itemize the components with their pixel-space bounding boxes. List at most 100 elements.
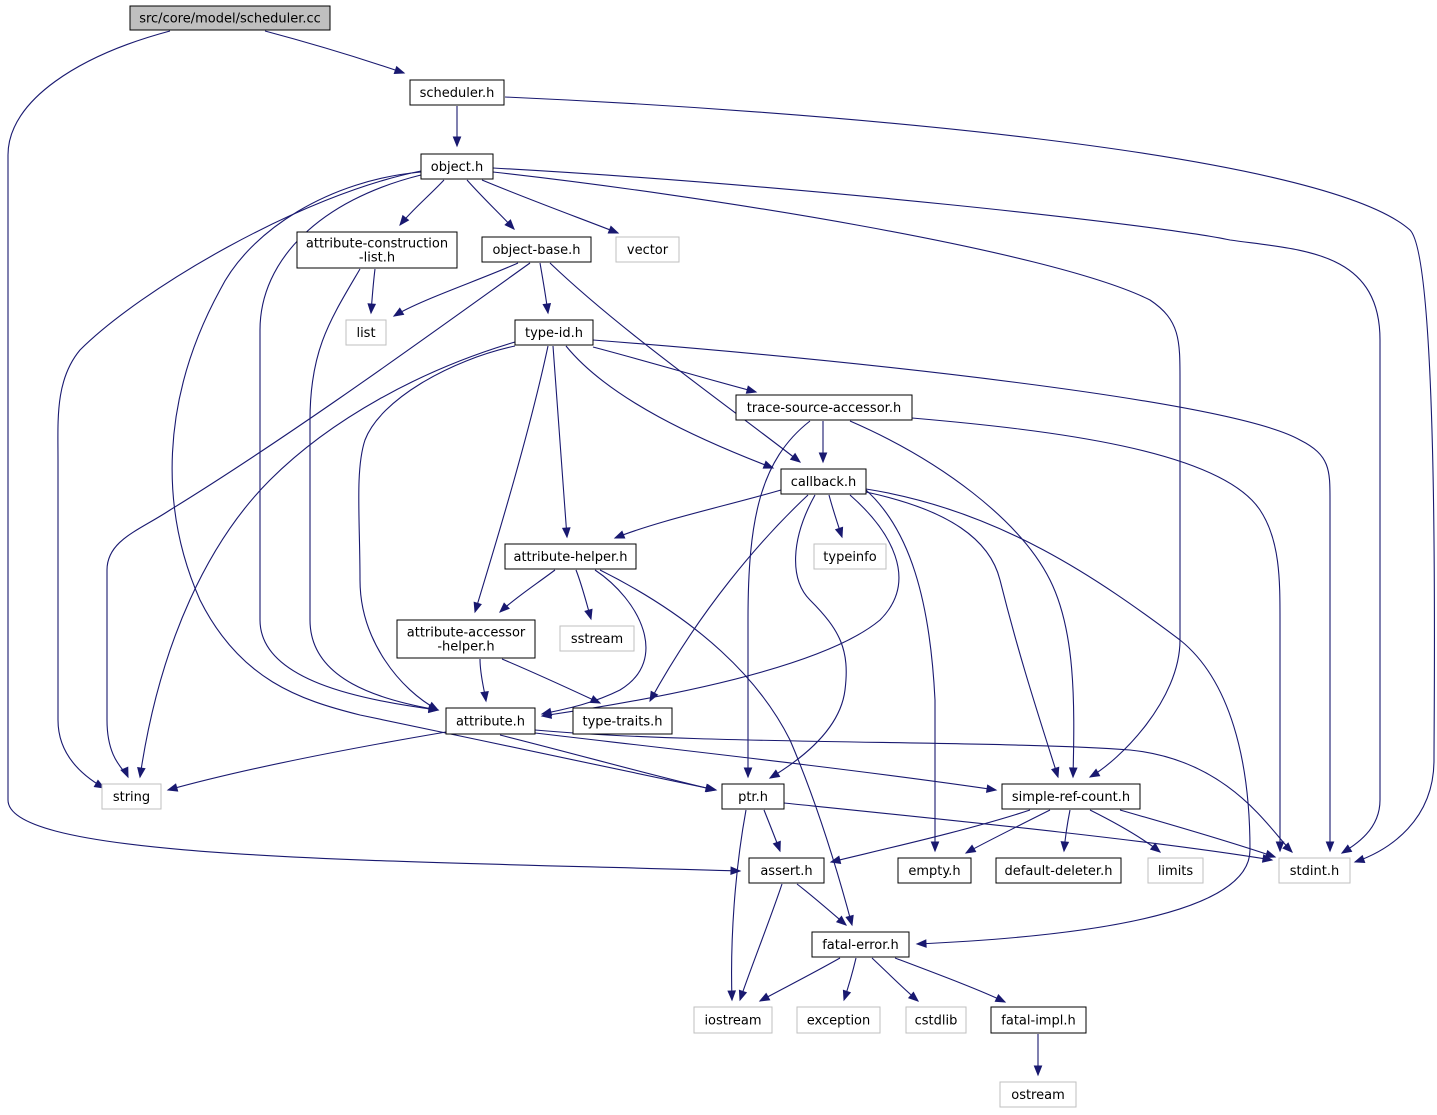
node-box [559,625,635,652]
arrowhead-icon [985,784,998,793]
edge-line [171,171,717,791]
arrowhead-icon [1353,854,1366,864]
node-box [296,231,458,269]
node-fatal-impl-h[interactable]: fatal-impl.h [990,1006,1087,1034]
node-assert-h[interactable]: assert.h [748,857,825,884]
node-box [481,236,592,263]
arrowhead-icon [1325,841,1335,853]
edge-line [865,488,1251,945]
node-ptr-h[interactable]: ptr.h [721,783,785,810]
edge-line [649,494,809,702]
edge-object_h-to-vector [481,179,620,234]
node-simple-ref-count-h[interactable]: simple-ref-count.h [1001,783,1141,810]
node-box [748,857,825,884]
arrowhead-icon [392,307,405,317]
node-label: attribute-accessor [407,626,526,641]
edge-object_h-to-object_base_h [466,179,515,230]
node-box [572,707,673,735]
edge-line [167,731,447,791]
edge-trace_source_accessor_h-to-ptr_h [743,420,811,779]
arrowhead-icon [1088,768,1101,778]
node-label: list [356,326,375,341]
node-object-base-h[interactable]: object-base.h [481,236,592,263]
arrowhead-icon [1275,841,1285,853]
edge-attr_accessor_helper_h-to-type_traits_h [501,658,602,704]
node-label: exception [807,1014,871,1029]
arrowhead-icon [835,915,848,926]
edge-line [592,346,757,393]
arrowhead-icon [452,136,462,148]
node-sstream: sstream [559,625,635,652]
node-box [735,394,913,421]
edge-callback_h-to-attribute_helper_h [613,489,782,539]
node-label: ptr.h [738,790,768,805]
arrowhead-icon [561,527,571,539]
node-label: fatal-error.h [822,938,899,953]
edge-callback_h-to-fatal_error_h [865,488,1251,948]
edge-object_h-to-simple_ref_count_h [492,171,1181,778]
arrowhead-icon [607,225,620,234]
edge-attr_constr_list_h-to-list [367,268,377,315]
node-limits: limits [1147,857,1204,884]
node-callback-h[interactable]: callback.h [780,468,867,495]
edge-attribute_h-to-string [166,731,447,792]
node-object-h[interactable]: object.h [420,153,494,180]
node-attr-constr-list-h[interactable]: attribute-construction-list.h [296,231,458,269]
edge-line [501,658,601,704]
arrowhead-icon [473,601,482,614]
arrowhead-icon [542,303,552,315]
node-trace-source-accessor-h[interactable]: trace-source-accessor.h [735,394,913,421]
node-typeinfo: typeinfo [813,543,887,570]
edge-simple_ref_count_h-to-empty_h [964,809,1051,854]
arrowhead-icon [834,526,844,539]
node-attribute-h[interactable]: attribute.h [445,707,536,735]
edge-object_base_h-to-string [106,262,531,779]
edge-type_id_h-to-callback_h [565,345,775,469]
arrowhead-icon [727,990,737,1002]
node-attr-accessor-helper-h[interactable]: attribute-accessor-helper.h [396,619,536,659]
edge-line [911,417,1281,851]
edge-line [769,494,847,779]
arrowhead-icon [1060,841,1070,853]
node-fatal-error-h[interactable]: fatal-error.h [811,931,910,958]
edge-line [57,170,422,789]
arrowhead-icon [789,452,802,463]
arrowhead-icon [540,707,553,717]
node-box [409,79,505,106]
edge-line [534,732,997,791]
edge-scheduler_cc-to-assert_h [7,30,742,876]
arrowhead-icon [499,602,510,613]
node-empty-h[interactable]: empty.h [897,857,972,884]
edge-callback_h-to-empty_h [865,489,940,853]
edge-simple_ref_count_h-to-limits [1089,809,1162,853]
arrowhead-icon [994,993,1007,1003]
edge-line [504,96,1436,863]
node-box [905,1006,967,1034]
node-scheduler-h[interactable]: scheduler.h [409,79,505,106]
edge-callback_h-to-ptr_h [768,494,847,779]
edge-line [541,569,647,715]
node-label: vector [627,243,669,258]
node-type-id-h[interactable]: type-id.h [514,319,594,346]
edge-type_id_h-to-trace_source_accessor_h [592,346,758,394]
edge-line [1089,809,1161,853]
node-label: -helper.h [437,640,494,655]
node-cstdlib: cstdlib [905,1006,967,1034]
edge-attribute_helper_h-to-attr_accessor_helper_h [499,569,556,613]
edge-ptr_h-to-assert_h [763,809,781,853]
edge-callback_h-to-simple_ref_count_h [865,491,1060,779]
node-attribute-helper-h[interactable]: attribute-helper.h [504,543,637,570]
edge-attr_accessor_helper_h-to-attribute_h [479,658,489,703]
arrowhead-icon [704,783,717,793]
edge-line [106,262,531,778]
node-label: fatal-impl.h [1001,1014,1075,1029]
arrowhead-icon [772,840,781,853]
edge-attribute_helper_h-to-attribute_h [540,569,647,717]
node-label: cstdlib [915,1014,958,1029]
edge-line [747,420,811,777]
node-type-traits-h[interactable]: type-traits.h [572,707,673,735]
edge-line [499,734,716,791]
node-default-deleter-h[interactable]: default-deleter.h [995,857,1122,884]
arrowhead-icon [845,914,854,927]
node-label: -list.h [359,251,395,266]
